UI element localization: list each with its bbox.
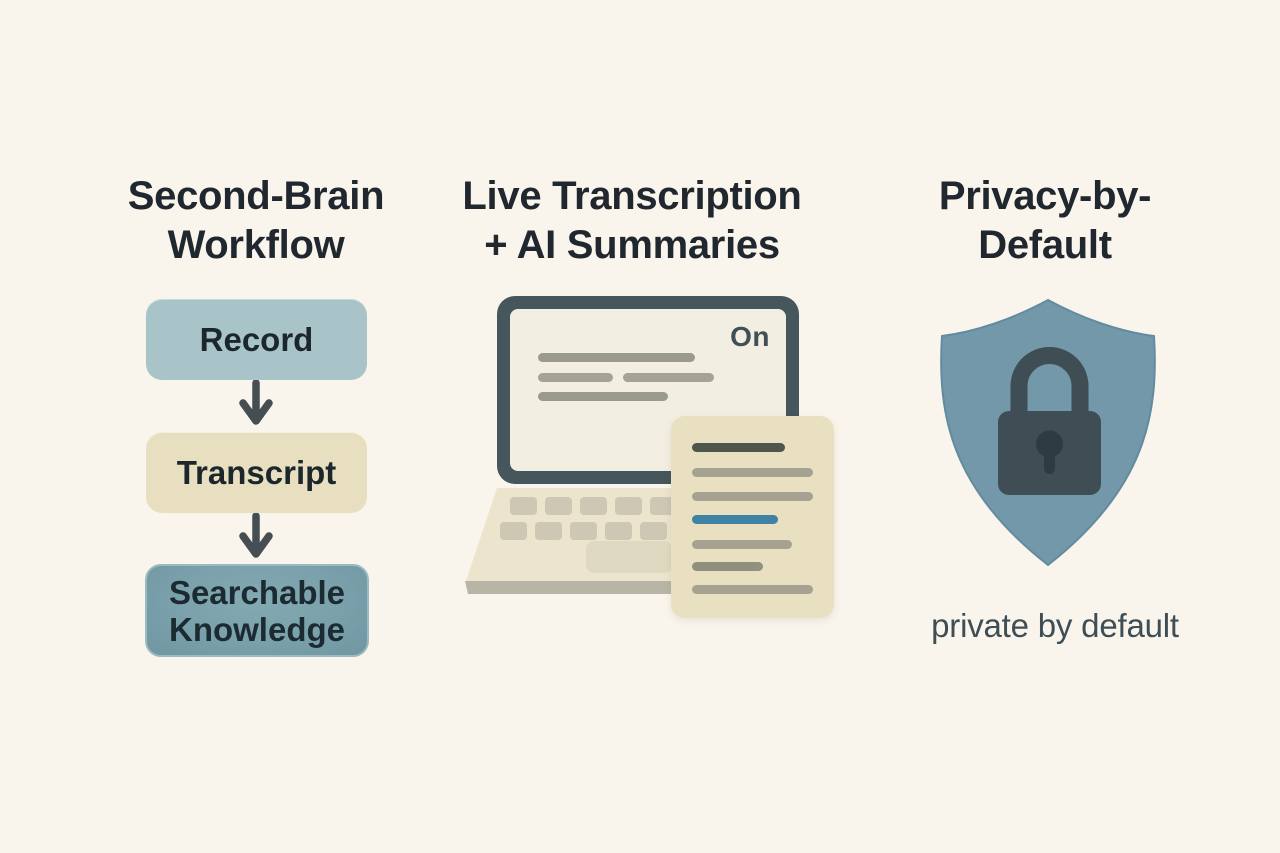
lock-icon (998, 347, 1101, 495)
privacy-title: Privacy-by- Default (938, 174, 1152, 268)
document-text-line (692, 585, 813, 594)
workflow-title: Second-Brain Workflow (127, 174, 385, 268)
arrow-down-icon (239, 380, 273, 425)
recording-status-label: On (730, 321, 770, 352)
document-text-line (692, 492, 813, 501)
laptop-display: On (510, 309, 786, 471)
step-label: Record (199, 321, 314, 358)
document-text-line (692, 540, 792, 549)
trackpad (586, 541, 672, 573)
screen-text-line (538, 392, 668, 401)
screen-text-line (538, 373, 613, 382)
document-text-line (692, 562, 763, 571)
document-highlight-line (692, 515, 778, 524)
step-label: Transcript (176, 454, 337, 491)
document-text-line (692, 468, 813, 477)
shield-icon (940, 298, 1156, 567)
summary-document-illustration (671, 416, 834, 618)
privacy-caption: private by default (931, 607, 1179, 644)
arrow-down-icon (239, 513, 273, 558)
screen-text-line (623, 373, 714, 382)
step-label: Searchable Knowledge (168, 573, 346, 648)
document-text-line (692, 443, 785, 452)
keyhole (1036, 430, 1063, 458)
laptop-screen: On (497, 296, 799, 484)
workflow-step-record: Record (146, 299, 367, 380)
transcription-title: Live Transcription + AI Summaries (462, 174, 802, 268)
screen-text-line (538, 353, 695, 362)
workflow-step-searchable-knowledge: Searchable Knowledge (145, 564, 369, 657)
workflow-step-transcript: Transcript (146, 432, 367, 513)
